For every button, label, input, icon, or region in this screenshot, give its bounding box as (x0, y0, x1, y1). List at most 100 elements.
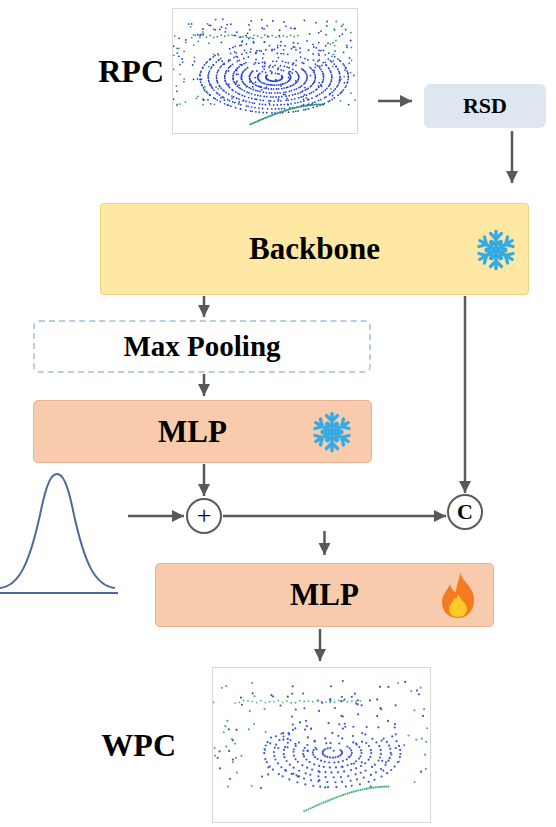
cloud-point (299, 92, 301, 94)
cloud-point (222, 89, 224, 91)
cloud-point (303, 755, 305, 757)
cloud-point (374, 764, 376, 766)
cloud-point (249, 29, 251, 31)
cloud-point (346, 745, 348, 747)
cloud-point (303, 777, 305, 779)
cloud-point (216, 36, 218, 38)
cloud-point (305, 809, 307, 811)
cloud-point (286, 109, 288, 111)
cloud-point (297, 35, 299, 37)
cloud-point (249, 81, 251, 83)
cloud-point (260, 37, 262, 39)
cloud-point (288, 77, 290, 79)
cloud-point (229, 48, 231, 50)
cloud-point (236, 31, 238, 33)
cloud-point (341, 91, 343, 93)
cloud-point (351, 785, 353, 787)
cloud-point (337, 68, 339, 70)
cloud-point (325, 96, 327, 98)
cloud-point (270, 84, 272, 86)
cloud-point (240, 108, 242, 110)
cloud-point (220, 65, 222, 67)
cloud-point (296, 781, 298, 783)
cloud-point (220, 58, 222, 60)
cloud-point (389, 757, 391, 759)
cloud-point (214, 755, 216, 757)
cloud-point (351, 752, 353, 754)
cloud-point (277, 100, 279, 102)
cloud-point (292, 729, 294, 731)
cloud-point (299, 700, 301, 702)
cloud-point (212, 56, 214, 58)
cloud-point (314, 101, 316, 103)
cloud-point (324, 89, 326, 91)
cloud-point (283, 87, 285, 89)
cloud-point (306, 40, 308, 42)
cloud-point (310, 727, 312, 729)
cloud-point (343, 89, 345, 91)
cloud-point (287, 62, 289, 64)
cloud-point (347, 775, 349, 777)
cloud-point (230, 23, 232, 25)
cloud-point (350, 780, 352, 782)
cloud-point (319, 103, 321, 105)
cloud-point (399, 756, 401, 758)
cloud-point (280, 84, 282, 86)
cloud-point (329, 93, 331, 95)
cloud-point (391, 735, 393, 737)
cloud-point (256, 99, 258, 101)
cloud-point (223, 63, 225, 65)
cloud-point (371, 738, 373, 740)
cloud-point (225, 27, 227, 29)
cloud-point (379, 686, 381, 688)
cloud-point (349, 747, 351, 749)
cloud-point (342, 23, 344, 25)
cloud-point (249, 51, 251, 53)
cloud-point (281, 76, 283, 78)
cloud-point (232, 739, 234, 741)
cloud-point (346, 82, 348, 84)
cloud-point (304, 89, 306, 91)
cloud-point (306, 79, 308, 81)
cloud-point (384, 764, 386, 766)
cloud-point (266, 112, 268, 114)
cloud-point (257, 90, 259, 92)
cloud-point (303, 701, 305, 703)
cloud-point (197, 78, 199, 80)
cloud-point (300, 96, 302, 98)
cloud-point (276, 60, 278, 62)
cloud-point (314, 740, 316, 742)
cloud-point (394, 726, 396, 728)
cloud-point (251, 106, 253, 108)
cloud-point (298, 775, 300, 777)
cloud-point (294, 727, 296, 729)
cloud-point (219, 767, 221, 769)
cloud-point (341, 25, 343, 27)
cloud-point (202, 104, 204, 106)
cloud-point (282, 110, 284, 112)
cloud-point (395, 733, 397, 735)
cloud-point (249, 123, 251, 125)
cloud-point (296, 88, 298, 90)
cloud-point (314, 66, 316, 68)
cloud-point (194, 61, 196, 63)
cloud-point (232, 74, 234, 76)
cloud-point (297, 761, 299, 763)
cloud-point (237, 67, 239, 69)
cloud-point (213, 89, 215, 91)
cloud-point (343, 76, 345, 78)
cloud-point (307, 808, 309, 810)
cloud-point (318, 710, 320, 712)
cloud-point (321, 64, 323, 66)
cloud-point (318, 85, 320, 87)
cloud-point (235, 757, 237, 759)
cloud-point (265, 744, 267, 746)
cloud-point (226, 24, 228, 26)
cloud-point (197, 41, 199, 43)
cloud-point (271, 114, 273, 116)
cloud-point (209, 59, 211, 61)
cloud-point (211, 87, 213, 89)
cloud-point (382, 769, 384, 771)
cloud-point (345, 67, 347, 69)
cloud-point (346, 764, 348, 766)
